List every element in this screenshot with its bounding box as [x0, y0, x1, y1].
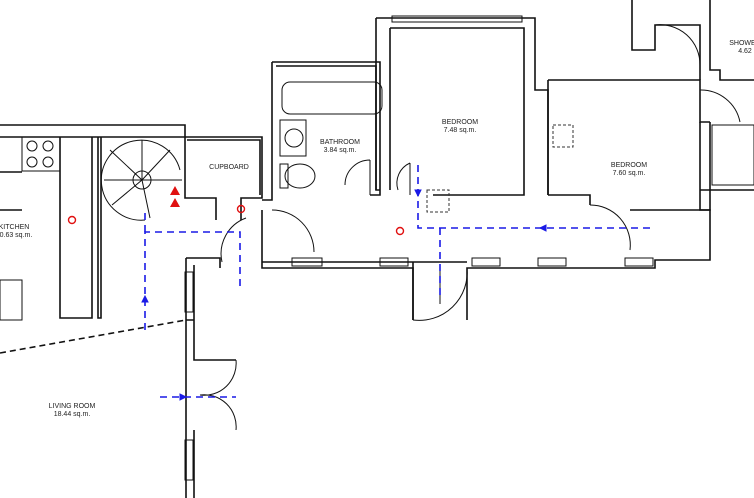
hatch-icon [426, 189, 450, 213]
doors [199, 24, 741, 431]
room-name: KITCHEN [0, 224, 30, 231]
smoke-detector-icon [236, 204, 246, 214]
smoke-detector-icon [67, 215, 77, 225]
shower-label: SHOWER4.62 [729, 40, 754, 56]
secondary-route [0, 319, 187, 354]
room-area: 3.84 sq.m. [323, 147, 357, 154]
room-name: BATHROOM [320, 139, 360, 146]
spiral-stair-icon [100, 139, 182, 221]
room-name: SHOWER [729, 40, 754, 47]
room-area: 30.63 sq.m. [0, 232, 33, 239]
cupboard-label: CUPBOARD [209, 164, 249, 172]
room-name: LIVING ROOM [48, 403, 96, 410]
room-name: BEDROOM [441, 119, 479, 126]
fire-equipment [67, 124, 574, 236]
room-area: 4.62 [738, 48, 752, 55]
escape-routes [141, 160, 650, 401]
fire-marker-label: F [172, 202, 178, 209]
fire-extinguisher-icon [170, 198, 180, 207]
fire-extinguisher-icon [170, 186, 180, 195]
room-area: 7.60 sq.m. [612, 170, 646, 177]
hatch-icon [552, 124, 574, 148]
room-name: CUPBOARD [209, 164, 249, 171]
smoke-detector-icon [395, 226, 405, 236]
kitchen-label: KITCHEN30.63 sq.m. [0, 224, 32, 240]
room-name: BEDROOM [610, 162, 648, 169]
room-area: 7.48 sq.m. [443, 127, 477, 134]
room-area: 18.44 sq.m. [53, 411, 91, 418]
